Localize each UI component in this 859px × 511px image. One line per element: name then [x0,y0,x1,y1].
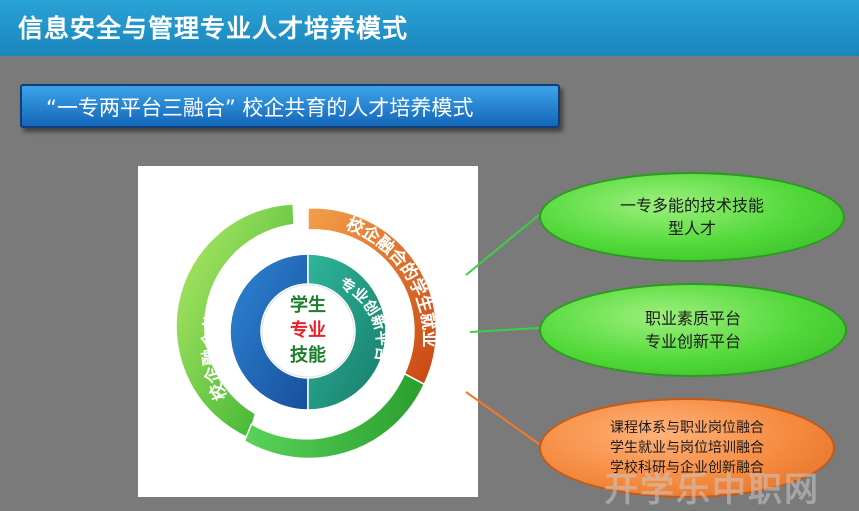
header-bar: 信息安全与管理专业人才培养模式 [0,0,859,56]
watermark-text: 开学乐中职网 [604,470,820,510]
callout-ellipse-3: 课程体系与职业岗位融合 学生就业与岗位培训融合 学校科研与企业创新融合 [539,398,835,498]
center-text-line-2: 专业 [290,319,326,341]
ring-diagram-svg: 学生 专业 技能 校企融合的产学研 校企融合的学生就业 校企融合的课程体系 职业… [175,203,440,489]
callout-1-line-2: 型人才 [667,219,716,238]
callout-3-line-3: 学校科研与企业创新融合 [610,460,764,477]
callout-2-line-1: 职业素质平台 [644,308,741,328]
callout-ellipse-2: 职业素质平台 专业创新平台 [539,283,847,377]
callout-3-line-1: 课程体系与职业岗位融合 [610,419,764,436]
center-text-line-3: 技能 [290,344,326,366]
banner-text: “一专两平台三融合” 校企共育的人才培养模式 [46,96,474,120]
connector-lines [465,214,540,445]
training-model-diagram: 学生 专业 技能 校企融合的产学研 校企融合的学生就业 校企融合的课程体系 职业… [138,166,478,497]
connector-middle [469,327,540,333]
inner-segment-right [307,253,387,411]
center-disc [261,284,355,378]
callout-1-line-1: 一专多能的技术技能 [619,195,764,215]
center-text-line-1: 学生 [290,294,326,316]
callout-2-line-2: 专业创新平台 [644,332,741,351]
subtitle-banner: “一专两平台三融合” 校企共育的人才培养模式 [20,84,560,128]
connector-bottom [465,391,540,445]
callout-ellipse-1: 一专多能的技术技能 型人才 [539,172,845,262]
outer-segment-bottom [243,372,426,460]
page-title: 信息安全与管理专业人才培养模式 [18,14,409,43]
outer-segment-left [175,203,295,440]
connector-top [465,214,540,276]
callout-3-line-2: 学生就业与岗位培训融合 [610,439,764,456]
inner-segment-left [229,253,309,411]
